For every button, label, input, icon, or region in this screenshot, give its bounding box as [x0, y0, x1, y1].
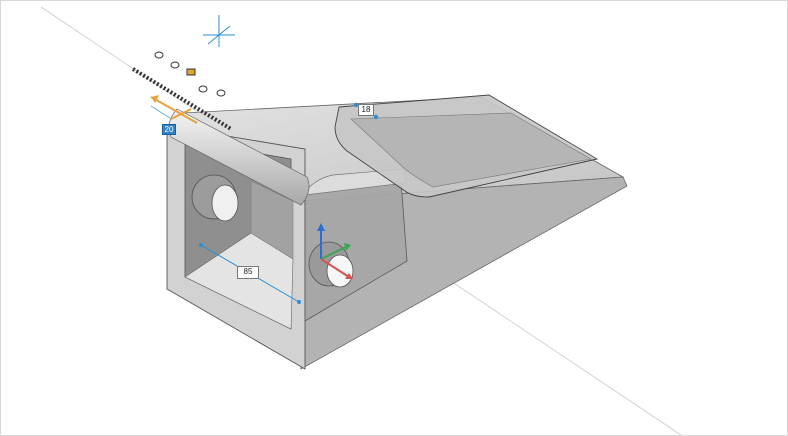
axis-gizmo-icon[interactable]: [317, 223, 353, 279]
fillet-dimension[interactable]: [353, 102, 379, 120]
width-dimension-input[interactable]: 85: [237, 266, 259, 279]
part-body[interactable]: [166, 94, 628, 370]
ucs-crosshair-icon: [203, 15, 235, 47]
dynamic-dimension-grip-icon[interactable]: 20: [162, 124, 176, 135]
opening-inner-wall: [250, 180, 294, 260]
fillet-dimension-input[interactable]: 18: [358, 104, 374, 116]
transform-ruler-icon[interactable]: [131, 51, 233, 131]
pocket-floor: [350, 112, 592, 188]
left-hole[interactable]: [191, 174, 239, 222]
